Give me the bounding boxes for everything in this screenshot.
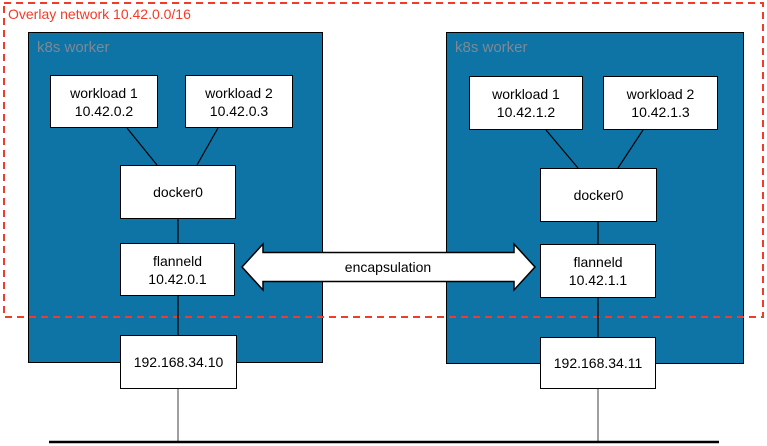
node-label: 192.168.34.10 [133, 354, 224, 370]
node-label: 192.168.34.11 [553, 355, 643, 371]
node-label: workload 2 [205, 84, 273, 101]
flanneld-box-right: flanneld 10.42.1.1 [540, 244, 656, 298]
node-ip: 10.42.0.1 [148, 270, 207, 287]
workload-2-box-right: workload 2 10.42.1.3 [603, 76, 718, 130]
host-ip-box-right: 192.168.34.11 [540, 337, 656, 389]
worker-label: k8s worker [455, 39, 528, 56]
node-label: flanneld [152, 252, 203, 269]
flanneld-box-left: flanneld 10.42.0.1 [120, 243, 235, 296]
node-label: flanneld [573, 254, 623, 270]
workload-2-box-left: workload 2 10.42.0.3 [185, 75, 293, 128]
node-label: workload 2 [626, 86, 695, 102]
docker0-box-left: docker0 [120, 165, 236, 219]
host-ip-box-left: 192.168.34.10 [120, 335, 237, 389]
node-label: workload 1 [70, 84, 138, 101]
worker-label: k8s worker [37, 39, 110, 56]
docker0-box-right: docker0 [540, 168, 657, 222]
node-ip: 10.42.0.3 [209, 102, 269, 119]
overlay-network-title: Overlay network 10.42.0.0/16 [8, 6, 191, 22]
node-label: docker0 [153, 184, 203, 200]
node-ip: 10.42.1.1 [568, 272, 628, 288]
node-ip: 10.42.1.3 [631, 104, 690, 120]
node-label: workload 1 [492, 86, 560, 102]
encapsulation-label: encapsulation [345, 259, 431, 275]
node-ip: 10.42.0.2 [74, 102, 134, 119]
workload-1-box-left: workload 1 10.42.0.2 [50, 75, 158, 128]
node-label: docker0 [573, 187, 624, 203]
workload-1-box-right: workload 1 10.42.1.2 [469, 76, 583, 130]
node-ip: 10.42.1.2 [496, 104, 556, 120]
